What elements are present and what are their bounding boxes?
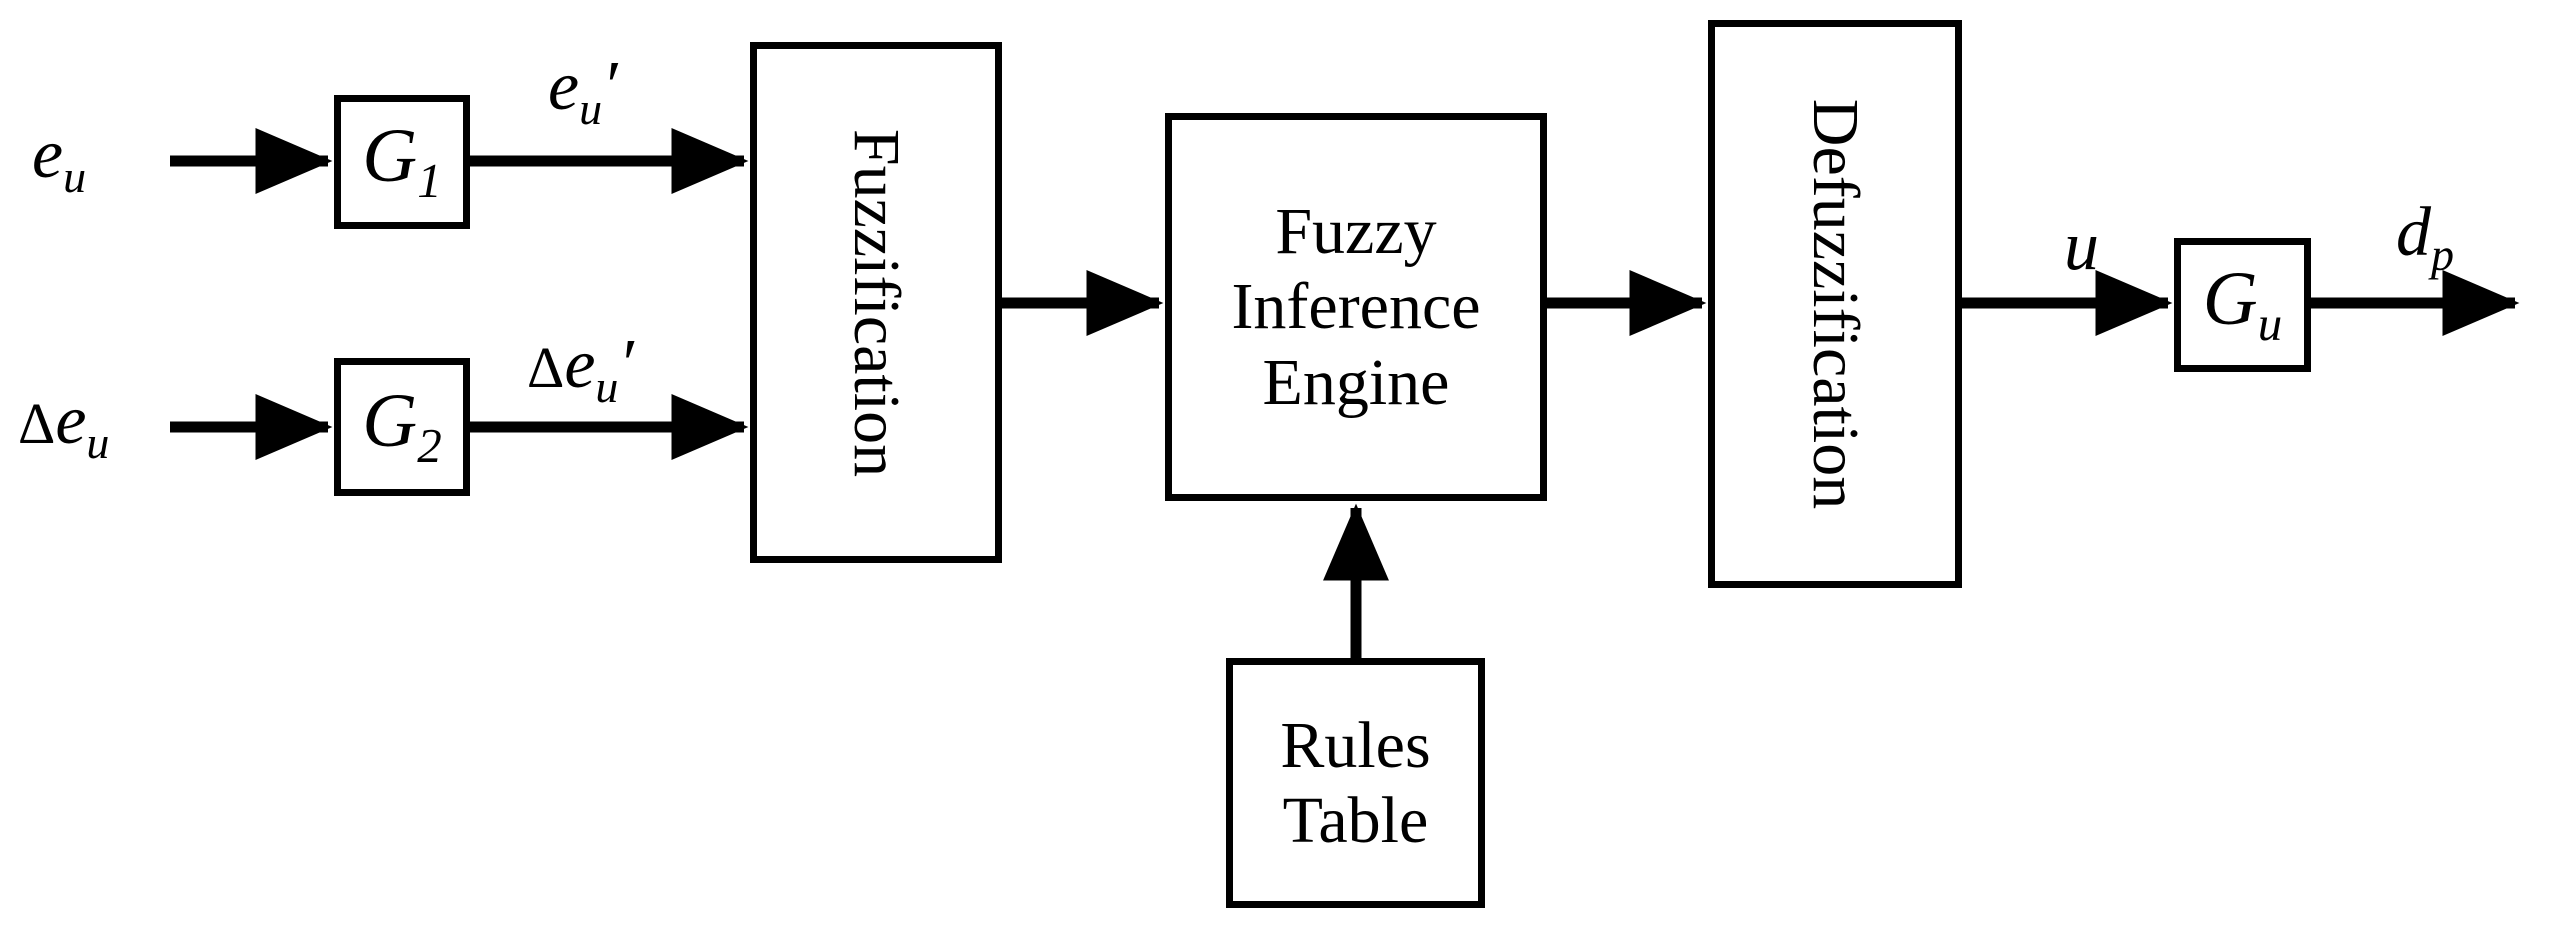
block-g2-label: G2	[362, 379, 442, 474]
signal-delta-glyph: Δ	[18, 391, 56, 456]
block-inference-label: Fuzzy Inference Engine	[1231, 194, 1480, 420]
rules-line-1: Rules	[1280, 708, 1431, 782]
block-fuzzy-inference-engine[interactable]: Fuzzy Inference Engine	[1165, 113, 1547, 501]
inference-line-1: Fuzzy	[1275, 195, 1437, 269]
signal-label-eu: eu	[32, 120, 86, 200]
signal-eu-base: e	[32, 116, 64, 193]
signal-delta-eu-prime-mark: ′	[618, 326, 634, 403]
inference-line-3: Engine	[1262, 345, 1450, 419]
block-gu-label: Gu	[2202, 257, 2283, 352]
signal-eu-prime-base: e	[548, 48, 580, 125]
signal-delta-eu-base: e	[55, 382, 87, 459]
signal-label-dp: dp	[2396, 198, 2454, 278]
rules-line-2: Table	[1282, 784, 1429, 857]
signal-eu-sub: u	[63, 151, 87, 202]
signal-delta-eu-sub: u	[86, 417, 110, 468]
signal-delta-eu-prime-base: e	[564, 326, 596, 403]
block-defuzzification-label: Defuzzification	[1799, 98, 1872, 510]
signal-delta-eu-prime-sub: u	[595, 361, 619, 412]
block-rules-label: Rules Table	[1280, 708, 1430, 858]
signal-delta-prime-glyph: Δ	[527, 335, 565, 400]
block-g1[interactable]: G1	[334, 95, 470, 229]
block-fuzzification[interactable]: Fuzzification	[750, 42, 1002, 563]
block-g2[interactable]: G2	[334, 358, 470, 496]
block-gu[interactable]: Gu	[2174, 238, 2311, 372]
signal-label-delta-eu-prime: Δeu′	[527, 330, 634, 410]
block-defuzzification[interactable]: Defuzzification	[1708, 20, 1962, 588]
signal-label-eu-prime: eu′	[548, 52, 617, 132]
signal-dp-sub: p	[2431, 229, 2454, 280]
block-g1-label: G1	[362, 114, 442, 209]
signal-label-delta-eu: Δeu	[18, 386, 109, 466]
inference-line-2: Inference	[1231, 270, 1481, 344]
signal-u-base: u	[2064, 208, 2099, 285]
signal-eu-prime-sub: u	[579, 83, 603, 134]
signal-label-u: u	[2064, 212, 2099, 282]
block-rules-table[interactable]: Rules Table	[1226, 658, 1485, 908]
signal-dp-base: d	[2396, 194, 2431, 271]
block-fuzzification-label: Fuzzification	[840, 128, 913, 477]
signal-eu-prime-mark: ′	[602, 48, 618, 125]
